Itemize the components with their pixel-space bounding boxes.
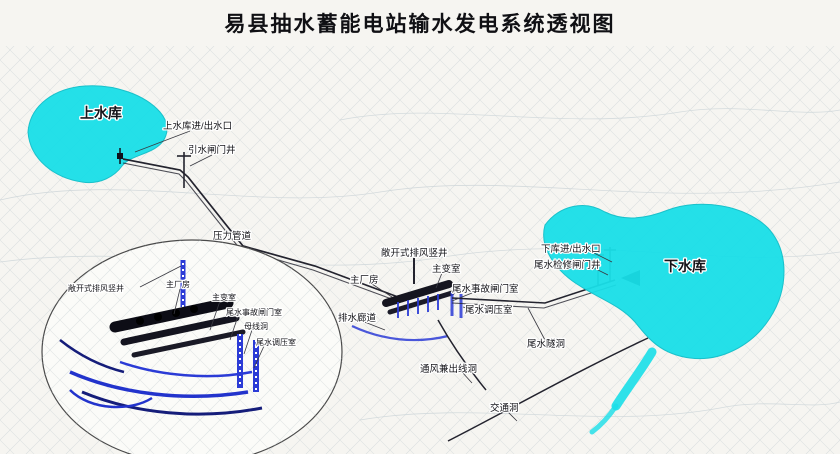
lower-reservoir-arm (611, 347, 657, 411)
traffic-tunnel (447, 337, 649, 442)
label-tailwater-maintenance-gate-shaft: 尾水检修闸门井 (534, 259, 601, 271)
label-pressure-pipeline: 压力管道 (213, 230, 252, 242)
label-tailwater-tunnel: 尾水隧洞 (527, 338, 565, 350)
inset-label-busbar-tunnel: 母线洞 (244, 321, 268, 331)
label-main-transformer-room: 主变室 (432, 263, 461, 275)
label-lower-inlet-outlet: 下库进/出水口 (541, 243, 601, 255)
label-vent-outgoing-line-tunnel: 通风兼出线洞 (420, 363, 477, 375)
label-main-powerhouse: 主厂房 (350, 274, 379, 286)
label-tailwater-emergency-gate-room: 尾水事故闸门室 (452, 283, 519, 295)
inset-label-main-transformer-room: 主变室 (212, 292, 236, 302)
inset-label-main-powerhouse: 主厂房 (166, 279, 190, 289)
label-lower-reservoir: 下水库 (664, 258, 706, 274)
powerhouse-complex (382, 258, 463, 318)
inset-label-open-vent-shaft: 敞开式排风竖井 (68, 283, 124, 293)
diversion-gate-shaft (177, 152, 191, 188)
leader-lines (134, 130, 613, 422)
drainage-gallery-tunnel (351, 325, 449, 342)
label-drainage-gallery: 排水廊道 (338, 312, 377, 324)
vent-outgoing-line-tunnel (437, 319, 487, 391)
upper-reservoir (27, 85, 168, 184)
label-diversion-gate-shaft: 引水闸门井 (188, 144, 236, 156)
inset-label-tailwater-surge-chamber: 尾水调压室 (256, 337, 296, 347)
page-title: 易县抽水蓄能电站输水发电系统透视图 (224, 13, 616, 36)
pressure-pipeline-line1 (122, 158, 399, 298)
label-tailwater-surge-chamber: 尾水调压室 (465, 304, 513, 316)
label-upper-reservoir: 上水库 (80, 105, 122, 121)
lower-reservoir (543, 203, 785, 360)
label-open-vent-shaft: 敞开式排风竖井 (381, 247, 448, 259)
inset-contents (42, 240, 342, 454)
lower-reservoir-arm-2 (589, 403, 619, 435)
inset-label-tailwater-emergency-gate-room: 尾水事故闸门室 (226, 307, 282, 317)
label-traffic-tunnel: 交通洞 (490, 402, 519, 414)
pressure-pipeline-line2 (122, 162, 398, 302)
label-upper-inlet-outlet: 上水库进/出水口 (163, 120, 232, 132)
